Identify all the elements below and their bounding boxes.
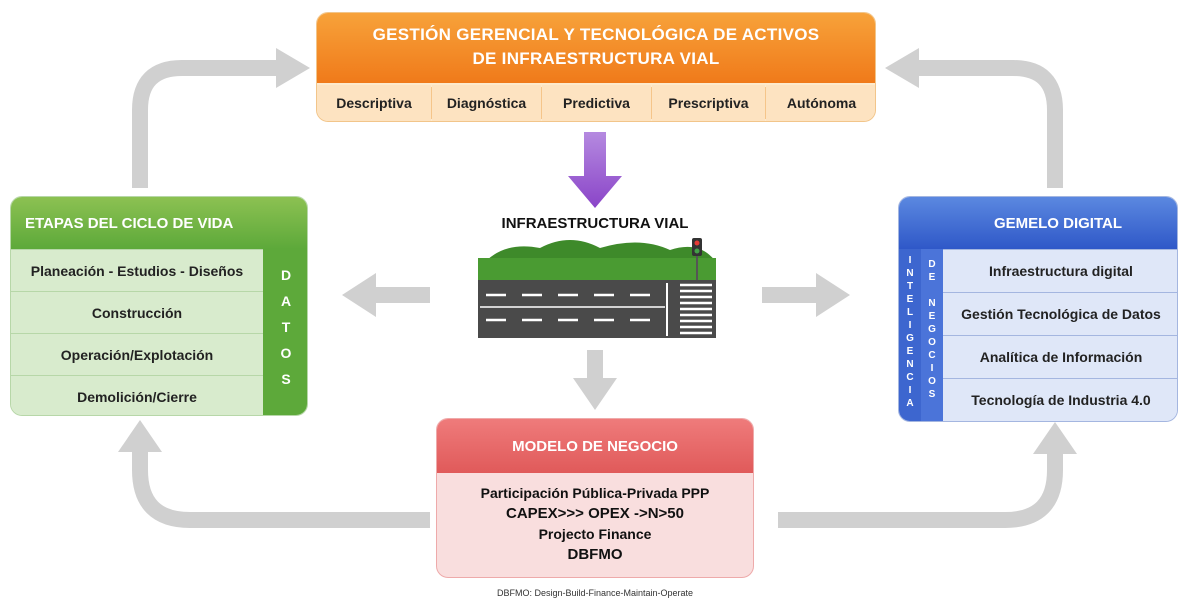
digital-twin-item-industry: Tecnología de Industria 4.0 bbox=[943, 378, 1177, 421]
digital-twin-box: GEMELO DIGITAL I N T E L I G E N C I A D… bbox=[898, 196, 1178, 422]
asset-management-title-line1: GESTIÓN GERENCIAL Y TECNOLÓGICA DE ACTIV… bbox=[372, 25, 820, 44]
vertical-letter: S bbox=[928, 389, 936, 400]
vertical-letter: E bbox=[928, 272, 936, 283]
vertical-letter: G bbox=[928, 324, 936, 335]
business-model-line-finance: Projecto Finance bbox=[538, 526, 652, 542]
de-negocios-vertical-label: D E N E G O C I O S bbox=[921, 249, 943, 421]
vertical-letter: T bbox=[906, 281, 914, 292]
analytics-level-predictiva: Predictiva bbox=[542, 85, 651, 121]
arrow-bottom-to-left bbox=[132, 450, 430, 528]
business-model-line-ppp: Participación Pública-Privada PPP bbox=[480, 485, 710, 501]
vertical-letter: E bbox=[906, 346, 914, 357]
vertical-letter: I bbox=[908, 320, 912, 331]
datos-letter: S bbox=[281, 371, 291, 387]
cell-separator bbox=[651, 87, 652, 119]
vertical-letter: A bbox=[906, 398, 914, 409]
arrow-left-to-top bbox=[132, 60, 280, 188]
digital-twin-item-infra: Infraestructura digital bbox=[943, 249, 1177, 292]
datos-vertical-label: D A T O S bbox=[263, 249, 307, 415]
analytics-level-autonoma: Autónoma bbox=[766, 85, 875, 121]
business-model-line-dbfmo: DBFMO bbox=[567, 546, 623, 563]
analytics-level-prescriptiva: Prescriptiva bbox=[652, 85, 765, 121]
vertical-letter: E bbox=[928, 311, 936, 322]
vertical-letter: D bbox=[928, 259, 936, 270]
vertical-letter: I bbox=[908, 255, 912, 266]
analytics-level-diagnostica: Diagnóstica bbox=[432, 85, 541, 121]
vertical-letter: I bbox=[908, 385, 912, 396]
datos-letter: A bbox=[280, 293, 292, 309]
vertical-letter: C bbox=[906, 372, 914, 383]
vertical-letter: C bbox=[928, 350, 936, 361]
digital-twin-item-analytics: Analítica de Información bbox=[943, 335, 1177, 378]
vertical-letter: E bbox=[906, 294, 914, 305]
vertical-letter: G bbox=[906, 333, 914, 344]
asset-management-header: GESTIÓN GERENCIAL Y TECNOLÓGICA DE ACTIV… bbox=[317, 13, 875, 83]
purple-down-arrow bbox=[568, 132, 622, 208]
vertical-letter: N bbox=[928, 298, 936, 309]
digital-twin-title: GEMELO DIGITAL bbox=[899, 197, 1177, 249]
vertical-letter: N bbox=[906, 268, 914, 279]
road-infrastructure-title: INFRAESTRUCTURA VIAL bbox=[501, 215, 689, 232]
lifecycle-stage-demolition: Demolición/Cierre bbox=[11, 375, 263, 415]
lifecycle-stage-planning: Planeación - Estudios - Diseños bbox=[11, 249, 263, 291]
arrowhead-top-right bbox=[885, 48, 919, 88]
arrowhead-right-up bbox=[1033, 422, 1077, 454]
business-model-title: MODELO DE NEGOCIO bbox=[437, 419, 753, 473]
datos-letter: T bbox=[281, 319, 291, 335]
lifecycle-stage-construction: Construcción bbox=[11, 291, 263, 333]
digital-twin-item-data: Gestión Tecnológica de Datos bbox=[943, 292, 1177, 335]
arrowhead-left-up bbox=[118, 420, 162, 452]
vertical-letter: I bbox=[930, 363, 934, 374]
arrowhead-right bbox=[816, 273, 850, 317]
business-model-line-capex: CAPEX>>> OPEX ->N>50 bbox=[505, 505, 684, 522]
business-model-box: MODELO DE NEGOCIO Participación Pública-… bbox=[436, 418, 754, 578]
datos-letter: O bbox=[280, 345, 292, 361]
analytics-level-descriptiva: Descriptiva bbox=[317, 85, 431, 121]
lifecycle-box: ETAPAS DEL CICLO DE VIDA Planeación - Es… bbox=[10, 196, 308, 416]
cell-separator bbox=[541, 87, 542, 119]
inteligencia-vertical-label: I N T E L I G E N C I A bbox=[899, 249, 921, 421]
vertical-letter: O bbox=[928, 376, 936, 387]
footnote: DBFMO: Design-Build-Finance-Maintain-Ope… bbox=[496, 588, 694, 598]
vertical-letter: O bbox=[928, 337, 936, 348]
arrowhead-top-left bbox=[276, 48, 310, 88]
arrowhead-left bbox=[342, 273, 376, 317]
lifecycle-stage-operation: Operación/Explotación bbox=[11, 333, 263, 375]
road-illustration bbox=[478, 238, 716, 338]
vertical-letter: L bbox=[906, 307, 914, 318]
datos-letter: D bbox=[280, 267, 292, 283]
vertical-letter: N bbox=[906, 359, 914, 370]
arrow-right-to-top bbox=[915, 60, 1063, 188]
arrow-bottom-to-right bbox=[778, 452, 1063, 528]
arrowhead-down bbox=[573, 378, 617, 410]
cell-separator bbox=[765, 87, 766, 119]
cell-separator bbox=[431, 87, 432, 119]
asset-management-box: GESTIÓN GERENCIAL Y TECNOLÓGICA DE ACTIV… bbox=[316, 12, 876, 122]
lifecycle-title: ETAPAS DEL CICLO DE VIDA bbox=[11, 197, 307, 249]
asset-management-title-line2: DE INFRAESTRUCTURA VIAL bbox=[472, 49, 720, 68]
